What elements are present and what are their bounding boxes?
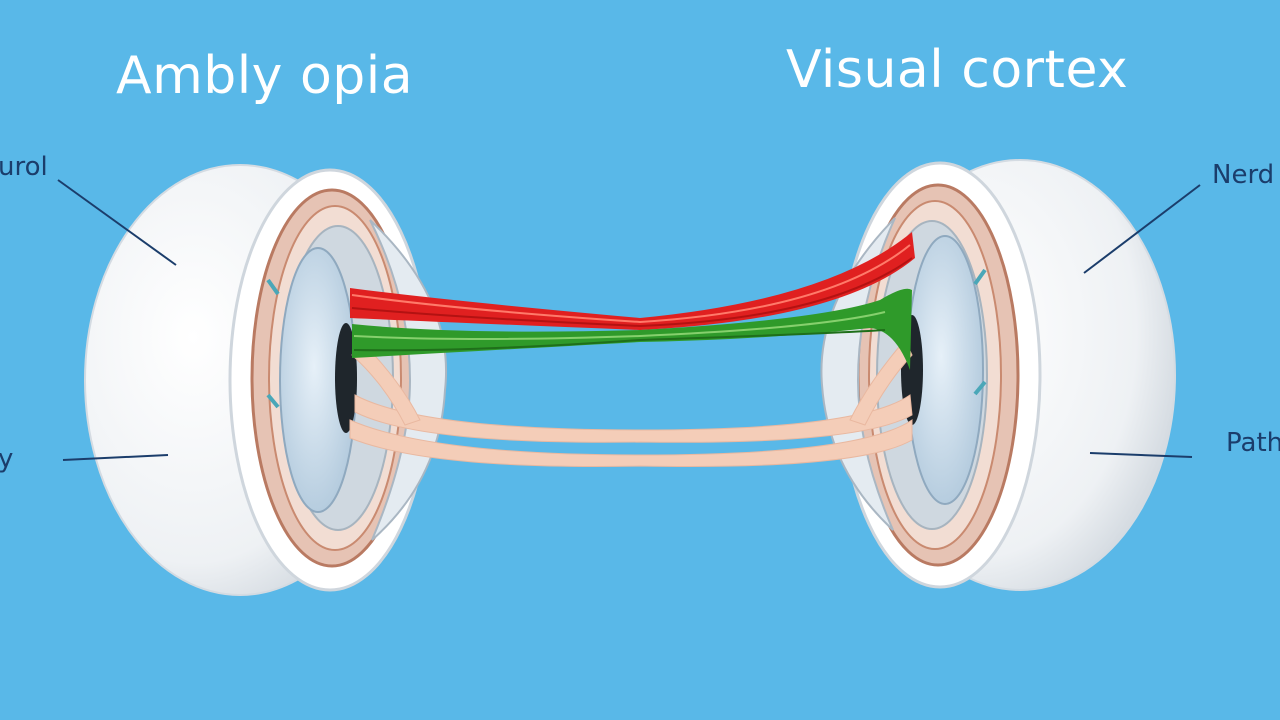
peach-pathway	[349, 339, 913, 467]
title-left: Ambly opia	[116, 46, 414, 106]
title-right: Visual cortex	[786, 40, 1129, 100]
red-pathway	[350, 232, 915, 330]
leader-line-right-top	[1083, 184, 1201, 274]
left-eye-pupil	[335, 323, 357, 433]
label-right-bottom: Path	[1226, 428, 1280, 458]
right-eye-accent	[973, 268, 987, 286]
leader-line-right-bottom	[1089, 452, 1193, 458]
label-right-top: Nerd	[1212, 160, 1275, 190]
right-eye-accent	[973, 380, 987, 396]
leader-lines	[57, 179, 1201, 461]
left-eye-accent	[266, 278, 280, 296]
left-eye-accent	[266, 393, 280, 409]
leader-line-left-bottom	[62, 454, 169, 461]
label-left-top: urol	[0, 152, 48, 182]
leader-line-left-top	[57, 179, 177, 266]
label-left-bottom: y	[0, 444, 14, 474]
right-eye	[820, 159, 1176, 591]
green-pathway	[352, 288, 912, 370]
